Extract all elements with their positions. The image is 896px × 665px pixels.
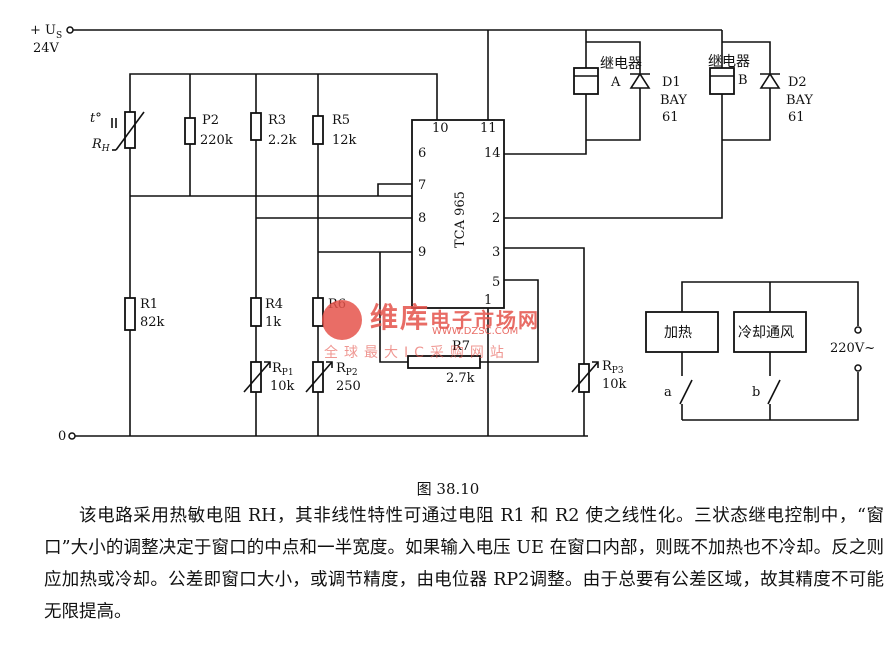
diode-d2-num: 61 [788, 110, 805, 125]
resistor-p2-value: 220k [200, 133, 233, 148]
resistor-r3-value: 2.2k [268, 133, 297, 148]
cooler-label: 冷却通风 [738, 325, 794, 341]
supply-voltage: 24V [33, 41, 60, 56]
diode-d1-type: BAY [660, 93, 687, 108]
diode-d1-num: 61 [662, 110, 679, 125]
relay-a-letter: A [610, 75, 621, 90]
figure-description: 该电路采用热敏电阻 RH，其非线性特性可通过电阻 R1 和 R2 使之线性化。三… [44, 506, 884, 622]
relay-b-letter: B [738, 73, 748, 88]
resistor-r1-name: R1 [140, 297, 158, 312]
figure-caption: 图 38.10 [416, 480, 480, 498]
ic-pin-5: 5 [492, 275, 500, 290]
pot-rp2: RP2 250 [305, 361, 361, 394]
ic-pin-7: 7 [418, 178, 426, 193]
pot-rp2-value: 250 [336, 379, 361, 394]
thermistor-temp: t° [90, 111, 102, 126]
cooler-box [733, 311, 807, 353]
resistor-r5: R5 12k [312, 113, 357, 148]
pot-rp3: RP3 10k [571, 359, 627, 393]
relay-a: 继电器 A D1 BAY 61 [573, 30, 687, 141]
circuit-diagram: + US 24V 0 TCA 965 10 11 6 14 7 8 2 9 3 … [30, 23, 875, 444]
ground-label: 0 [58, 429, 66, 444]
resistor-r7-name: R7 [452, 339, 470, 354]
load-circuit: 加热 冷却通风 220V~ a b [645, 281, 875, 421]
resistor-r7: R7 2.7k [407, 339, 481, 386]
supply-rail [66, 26, 722, 34]
mains-label: 220V~ [830, 341, 875, 356]
resistor-r1-value: 82k [140, 315, 165, 330]
ic-pin-1: 1 [484, 293, 492, 308]
resistor-r5-value: 12k [332, 133, 357, 148]
ic-pin-8: 8 [418, 211, 426, 226]
resistor-p2-name: P2 [202, 113, 219, 128]
switch-a-label: a [664, 385, 672, 400]
heater-label: 加热 [664, 325, 692, 341]
resistor-r3: R3 2.2k [250, 112, 297, 148]
ic-pin-10: 10 [432, 121, 449, 136]
thermistor-rh: t° RH [90, 111, 145, 154]
resistor-r1: R1 82k [124, 297, 165, 331]
pot-rp3-value: 10k [602, 377, 627, 392]
resistor-r6: R6 [312, 297, 346, 327]
resistor-r5-name: R5 [332, 113, 350, 128]
resistor-r4: R4 1k [250, 297, 283, 330]
ic-name: TCA 965 [453, 191, 468, 248]
diode-d1-name: D1 [662, 75, 681, 90]
ground-rail [68, 432, 588, 440]
resistor-r3-name: R3 [268, 113, 286, 128]
resistor-p2: P2 220k [184, 113, 233, 148]
resistor-r4-name: R4 [265, 297, 283, 312]
relay-b-label: 继电器 [708, 54, 750, 70]
diode-d2-name: D2 [788, 75, 807, 90]
pot-rp3-name: RP3 [602, 359, 624, 376]
pot-rp2-name: RP2 [336, 361, 358, 378]
resistor-r6-name: R6 [328, 297, 346, 312]
diode-d2-type: BAY [786, 93, 813, 108]
switch-b-label: b [752, 385, 760, 400]
ic-tca965: TCA 965 10 11 6 14 7 8 2 9 3 5 1 [411, 119, 505, 309]
resistor-r7-value: 2.7k [446, 371, 475, 386]
relay-b: 继电器 B D2 BAY 61 [708, 30, 813, 141]
ic-pin-6: 6 [418, 146, 426, 161]
pot-rp1-name: RP1 [272, 361, 294, 378]
thermistor-label: RH [91, 137, 110, 154]
resistor-r4-value: 1k [265, 315, 281, 330]
ic-pin-3: 3 [492, 245, 500, 260]
ic-pin-11: 11 [480, 121, 497, 136]
pot-rp1-value: 10k [270, 379, 295, 394]
relay-a-label: 继电器 [600, 56, 642, 72]
ic-pin-2: 2 [492, 211, 500, 226]
ic-wiring [129, 30, 723, 436]
pot-rp1: RP1 10k [243, 361, 295, 394]
supply-label: + US [30, 23, 62, 41]
ic-pin-9: 9 [418, 245, 426, 260]
ic-pin-14: 14 [484, 146, 501, 161]
